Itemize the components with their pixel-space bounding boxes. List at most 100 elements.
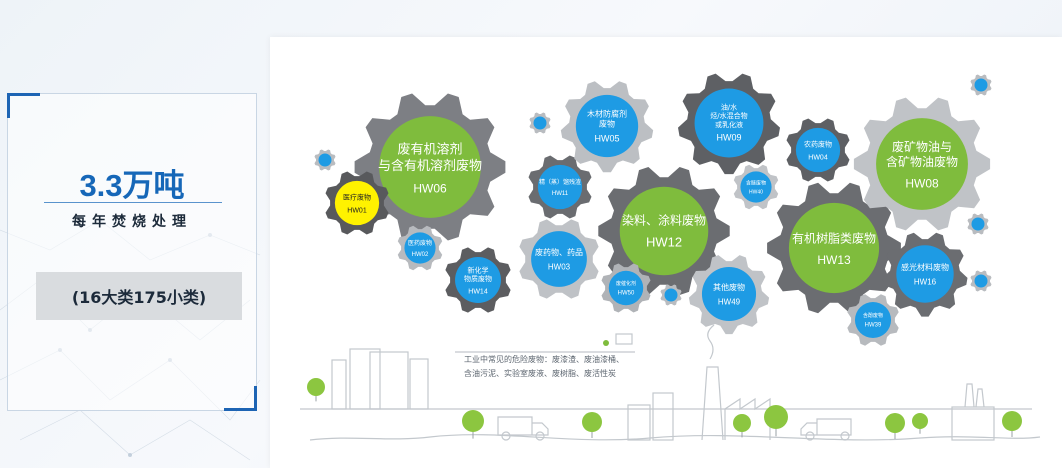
gear-label-line: 新化学 <box>468 265 489 274</box>
gear-code: HW39 <box>865 322 882 328</box>
gear-label-line: 含酚废物 <box>863 312 883 319</box>
gear-face <box>537 164 583 210</box>
gear-label-line: 其他废物 <box>713 282 745 292</box>
panel-corner-bottom-right <box>224 386 257 411</box>
gear-face <box>404 232 436 264</box>
small-gear-core <box>664 288 678 302</box>
tree-icon <box>1002 411 1022 431</box>
gear-face <box>694 88 764 158</box>
note-line-2: 含油污泥、实验室废液、废树脂、废活性炭 <box>464 368 616 378</box>
gear-code: HW11 <box>552 191 569 197</box>
gear-face <box>455 257 501 303</box>
gear-code: HW08 <box>905 176 939 190</box>
gear-face <box>788 202 880 294</box>
gear-label-line: 感光材料废物 <box>901 262 949 272</box>
gear-label-line: 烃/水混合物 <box>710 111 747 120</box>
gear-code: HW40 <box>749 190 763 196</box>
gear-label-line: 精（蒸）馏残渣 <box>539 178 581 186</box>
city-skyline-illustration <box>300 324 1041 441</box>
tree-icon <box>307 378 325 396</box>
gear-label-line: 或乳化液 <box>715 120 743 129</box>
small-gear-core <box>533 116 547 130</box>
gear-face <box>608 270 644 306</box>
gear-label-line: 废催化剂 <box>616 280 636 287</box>
gear-code: HW06 <box>413 182 447 196</box>
gear-face <box>379 116 481 218</box>
tree-icon <box>582 412 602 432</box>
gear-label-line: 含醚废物 <box>746 180 766 187</box>
annual-caption: 每年焚烧处理 <box>72 214 192 230</box>
gear-face <box>740 171 772 203</box>
gear-hw16: 感光材料废物 HW16 <box>882 232 968 317</box>
gear-hw01: 医疗废物 HW01 <box>325 171 389 235</box>
gear-hw12: 染料、涂料废物 HW12 <box>598 167 730 295</box>
gear-label-line: 含矿物油废物 <box>886 154 958 169</box>
divider-line <box>44 202 222 203</box>
gear-code: HW49 <box>718 298 741 307</box>
gear-code: HW01 <box>347 207 367 214</box>
gear-label-line: 木材防腐剂 <box>587 108 627 118</box>
small-gear-core <box>971 217 985 231</box>
gear-code: HW14 <box>468 289 488 296</box>
gear-hw13: 有机树脂类废物 HW13 <box>767 182 901 314</box>
gear-code: HW16 <box>914 278 937 287</box>
gear-hw02: 医药废物 HW02 <box>397 225 443 271</box>
gear-face <box>876 118 968 210</box>
tree-icon <box>462 410 484 432</box>
tree-icon <box>764 405 788 429</box>
gear-label-line: 废矿物油与 <box>892 139 952 154</box>
gear-label-line: 有机树脂类废物 <box>792 230 876 245</box>
gear-face <box>896 245 954 303</box>
gear-face <box>334 180 380 226</box>
gear-label-line: 医疗废物 <box>343 193 371 202</box>
small-gear-core <box>974 274 988 288</box>
category-count-box: (16大类175小类) <box>36 272 242 320</box>
gear-code: HW04 <box>808 154 828 161</box>
gear-face <box>854 301 892 339</box>
gear-hw50: 废催化剂 HW50 <box>601 263 651 313</box>
gear-hw40: 含醚废物 HW40 <box>733 164 779 210</box>
gear-code: HW05 <box>594 133 619 143</box>
gear-label-line: 与含有机溶剂废物 <box>378 158 482 174</box>
category-count-text: (16大类175小类) <box>71 288 207 307</box>
gear-face <box>531 231 587 287</box>
gear-diagram: 废有机溶剂与含有机溶剂废物HW06医疗废物HW01医药废物HW02新化学物质废物… <box>300 73 1041 441</box>
gear-hw03: 废药物、药品 HW03 <box>519 219 599 299</box>
gear-code: HW50 <box>618 290 635 296</box>
gear-code: HW12 <box>646 235 682 250</box>
gear-hw11: 精（蒸）馏残渣 HW11 <box>528 155 592 219</box>
gear-label-line: 医药废物 <box>408 239 432 247</box>
gear-face <box>795 127 841 173</box>
small-blue-gears <box>314 74 992 306</box>
stat-panel: 3.3万吨 每年焚烧处理 (16大类175小类) <box>7 93 257 411</box>
note-line-1: 工业中常见的危险废物：废漆渣、废油漆桶、 <box>464 354 624 364</box>
note-bullet <box>603 340 609 346</box>
gear-label-line: 物质废物 <box>464 274 492 283</box>
gear-face <box>701 266 757 322</box>
annual-amount: 3.3万吨 <box>79 168 185 203</box>
small-gear-core <box>974 78 988 92</box>
gear-code: HW13 <box>817 253 851 267</box>
tree-icon <box>912 413 928 429</box>
gear-code: HW09 <box>716 133 741 143</box>
gear-code: HW02 <box>412 252 429 258</box>
gear-hw04: 农药废物 HW04 <box>786 118 850 182</box>
gear-label-line: 农药废物 <box>804 140 832 149</box>
gear-hw49: 其他废物 HW49 <box>688 255 770 335</box>
tree-icon <box>733 414 751 432</box>
gear-hw39: 含酚废物 HW39 <box>847 294 899 346</box>
gear-code: HW03 <box>548 263 571 272</box>
panel-corner-top-left <box>7 93 40 118</box>
tree-decorations <box>307 378 1022 439</box>
gear-label-line: 废药物、药品 <box>535 247 583 257</box>
gear-label-line: 染料、涂料废物 <box>622 213 706 228</box>
gear-label-line: 油/水 <box>721 102 737 111</box>
gear-face <box>575 94 639 158</box>
tree-icon <box>885 413 905 433</box>
